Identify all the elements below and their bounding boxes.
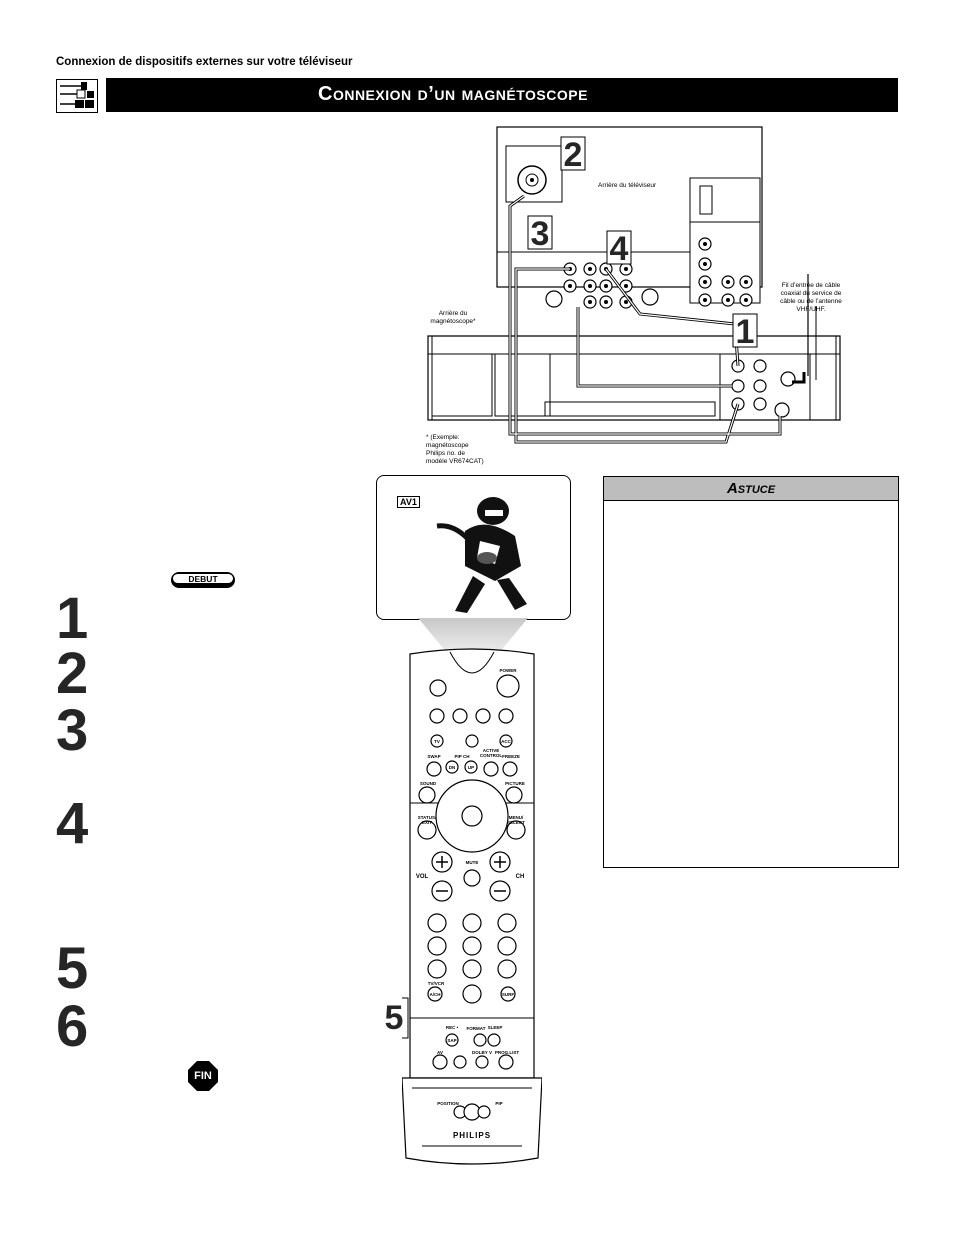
tip-box: Astuce	[603, 476, 899, 868]
section-title-bar: Connexion d’un magnétoscope	[106, 78, 898, 112]
position-label: POSITION	[437, 1101, 459, 1106]
osd-label: AV1	[397, 496, 420, 508]
prog-list-label: PROG.LIST	[494, 1050, 520, 1055]
tv-button-label: TV	[434, 739, 440, 744]
step-number: 3	[56, 698, 89, 763]
power-button-label: POWER	[499, 668, 517, 673]
sleep-label: SLEEP	[487, 1025, 503, 1030]
remote-callout-5: 5	[384, 999, 404, 1037]
tv-button[interactable]	[430, 735, 442, 747]
connection-diagram: 2 3 4 1 Arrière du téléviseur Arrière du…	[420, 124, 850, 469]
step-number: 2	[56, 641, 89, 706]
tv-back-label: Arrière du téléviseur	[598, 182, 657, 189]
freeze-button-label: FREEZE	[502, 754, 520, 759]
connections-icon	[56, 79, 98, 113]
av-label: AV	[437, 1050, 443, 1055]
vcr-model-footnote: * (Exemple: magnétoscope Philips no. de …	[426, 434, 484, 465]
sap-label: SAP	[447, 1038, 457, 1043]
ch-label: CH	[515, 874, 525, 880]
step-number: 4	[56, 791, 89, 856]
tv-vcr-label: TV/VCR	[427, 981, 445, 986]
stop-octagon-icon	[188, 1061, 218, 1091]
vcr-back-label: Arrière du magnétoscope*	[430, 310, 476, 325]
pip-up-label: UP	[467, 765, 475, 770]
picture-button-label: PICTURE	[505, 781, 525, 786]
remote-control: 5 POWER TV ACC SWAP PIP CH ACTIVE CONTRO…	[385, 648, 542, 1168]
status-exit-label: STATUS/ EXIT	[417, 815, 437, 825]
swap-button-label: SWAP	[427, 754, 441, 759]
active-control-label: ACTIVE CONTROL	[479, 748, 503, 758]
football-player-image	[436, 497, 527, 613]
end-badge-label: FIN	[194, 1070, 212, 1082]
cable-input-label: Fil d’entrée de câble coaxial du service…	[780, 282, 842, 313]
tip-title: Astuce	[726, 480, 776, 497]
brand-logo: PHILIPS	[452, 1131, 492, 1140]
pip-label: PIP	[495, 1101, 503, 1106]
start-badge-label: DEBUT	[173, 574, 233, 584]
menu-select-label: MENU/ SELECT	[507, 815, 525, 825]
diagram-callout-3: 3	[530, 215, 550, 253]
format-label: FORMAT	[466, 1026, 486, 1031]
tip-header: Astuce	[604, 477, 898, 501]
av-button[interactable]	[433, 1055, 447, 1069]
page-title: Connexion d’un magnétoscope	[318, 83, 588, 105]
rec-label: REC •	[445, 1025, 459, 1030]
a-ch-label: A/CH	[429, 992, 441, 997]
step-number: 6	[56, 994, 89, 1059]
diagram-callout-1: 1	[735, 313, 755, 351]
sound-button-label: SOUND	[419, 781, 437, 786]
diagram-callout-4: 4	[609, 230, 629, 268]
power-button[interactable]	[497, 675, 519, 697]
dolby-v-label: DOLBY V	[472, 1050, 492, 1055]
step-number: 5	[56, 936, 89, 1001]
end-badge: FIN	[188, 1061, 218, 1091]
surf-label: SURF	[501, 992, 515, 997]
step-number: 1	[56, 586, 89, 651]
pip-dn-label: DN	[448, 765, 456, 770]
tv-screen: AV1	[376, 475, 571, 620]
screen-projection	[418, 618, 528, 654]
acc-button-label: ACC	[501, 739, 511, 744]
pip-ch-label: PIP CH	[454, 754, 470, 759]
mute-button-label: MUTE	[465, 860, 479, 865]
vol-label: VOL	[415, 874, 429, 880]
diagram-callout-2: 2	[563, 136, 583, 174]
start-badge: DEBUT	[171, 572, 235, 588]
running-head: Connexion de dispositifs externes sur vo…	[56, 56, 353, 68]
